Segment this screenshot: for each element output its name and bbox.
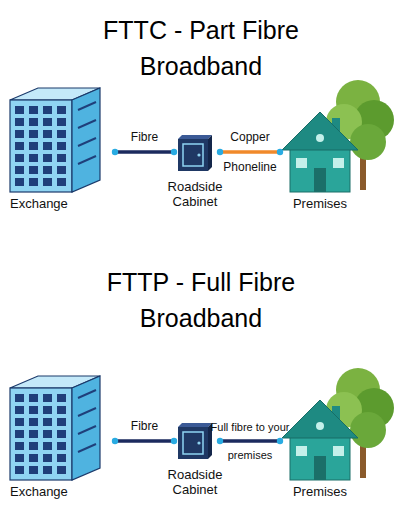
connector — [112, 149, 177, 155]
exchange-building — [10, 376, 100, 480]
section-title: FTTP - Full Fibre Broadband — [51, 264, 351, 336]
node-label: Exchange — [10, 484, 100, 499]
node-label: Exchange — [10, 196, 100, 211]
cabinet-icon — [178, 135, 212, 171]
cable-line — [220, 439, 280, 443]
end-dot — [217, 149, 223, 155]
cable-line — [115, 439, 174, 443]
exchange-node: Exchange — [10, 376, 100, 480]
end-dot — [112, 149, 118, 155]
node-label: Premises — [282, 196, 358, 211]
connector — [217, 149, 283, 155]
premises-node: Premises — [282, 398, 358, 480]
cabinet-node: Roadside Cabinet — [178, 135, 212, 171]
edge-label: Copper Phoneline — [215, 122, 285, 182]
house-icon — [282, 112, 358, 192]
premises-node: Premises — [282, 110, 358, 192]
node-label: Roadside Cabinet — [159, 179, 231, 209]
connector — [112, 438, 177, 444]
node-label: Premises — [282, 484, 358, 499]
end-dot — [277, 149, 283, 155]
cable-line — [115, 150, 174, 154]
end-dot — [171, 149, 177, 155]
edge-label: Full fibre to your premises — [209, 413, 291, 469]
node-label: Roadside Cabinet — [159, 467, 231, 497]
end-dot — [217, 438, 223, 444]
section-title: FTTC - Part Fibre Broadband — [51, 12, 351, 84]
exchange-node: Exchange — [10, 88, 100, 192]
exchange-building — [10, 88, 100, 192]
end-dot — [112, 438, 118, 444]
house-icon — [282, 400, 358, 480]
cable-line — [220, 150, 280, 154]
cabinet-icon — [178, 423, 212, 459]
end-dot — [171, 438, 177, 444]
cabinet-node: Roadside Cabinet — [178, 423, 212, 459]
end-dot — [277, 438, 283, 444]
edge-label: Fibre — [131, 419, 158, 433]
connector — [217, 438, 283, 444]
edge-label: Fibre — [131, 130, 158, 144]
